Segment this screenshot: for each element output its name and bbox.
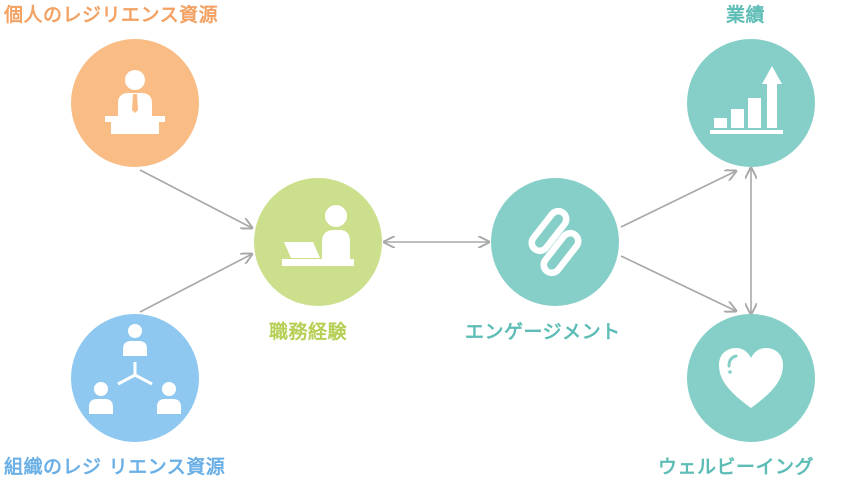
heart-icon xyxy=(719,348,783,408)
person-at-podium-icon xyxy=(105,70,165,134)
arrow-engagement-to-wellbeing xyxy=(620,255,736,311)
person-at-laptop-icon xyxy=(282,205,354,266)
bar-chart-up-icon xyxy=(710,66,783,134)
network-people-icon xyxy=(89,324,181,414)
performance-label: 業績 xyxy=(726,4,766,26)
arrows xyxy=(139,168,751,314)
work-experience-label: 職務経験 xyxy=(269,321,348,343)
node-wellbeing xyxy=(687,314,815,442)
node-work-experience xyxy=(254,178,382,306)
individual-resources-label: 個人のレジリエンス資源 xyxy=(4,4,219,26)
wellbeing-label: ウェルビーイング xyxy=(658,456,815,478)
arrow-individual-to-work xyxy=(139,169,252,228)
node-organizational-resources xyxy=(71,314,199,442)
arrow-org-to-work xyxy=(139,254,252,313)
node-performance xyxy=(687,39,815,167)
organizational-resources-label: 組織のレジ リエンス資源 xyxy=(4,456,226,478)
node-individual-resources xyxy=(71,39,199,167)
engagement-label: エンゲージメント xyxy=(465,321,621,343)
chain-link-icon xyxy=(528,207,582,277)
node-engagement xyxy=(491,178,619,306)
arrow-engagement-to-performance xyxy=(620,171,736,228)
